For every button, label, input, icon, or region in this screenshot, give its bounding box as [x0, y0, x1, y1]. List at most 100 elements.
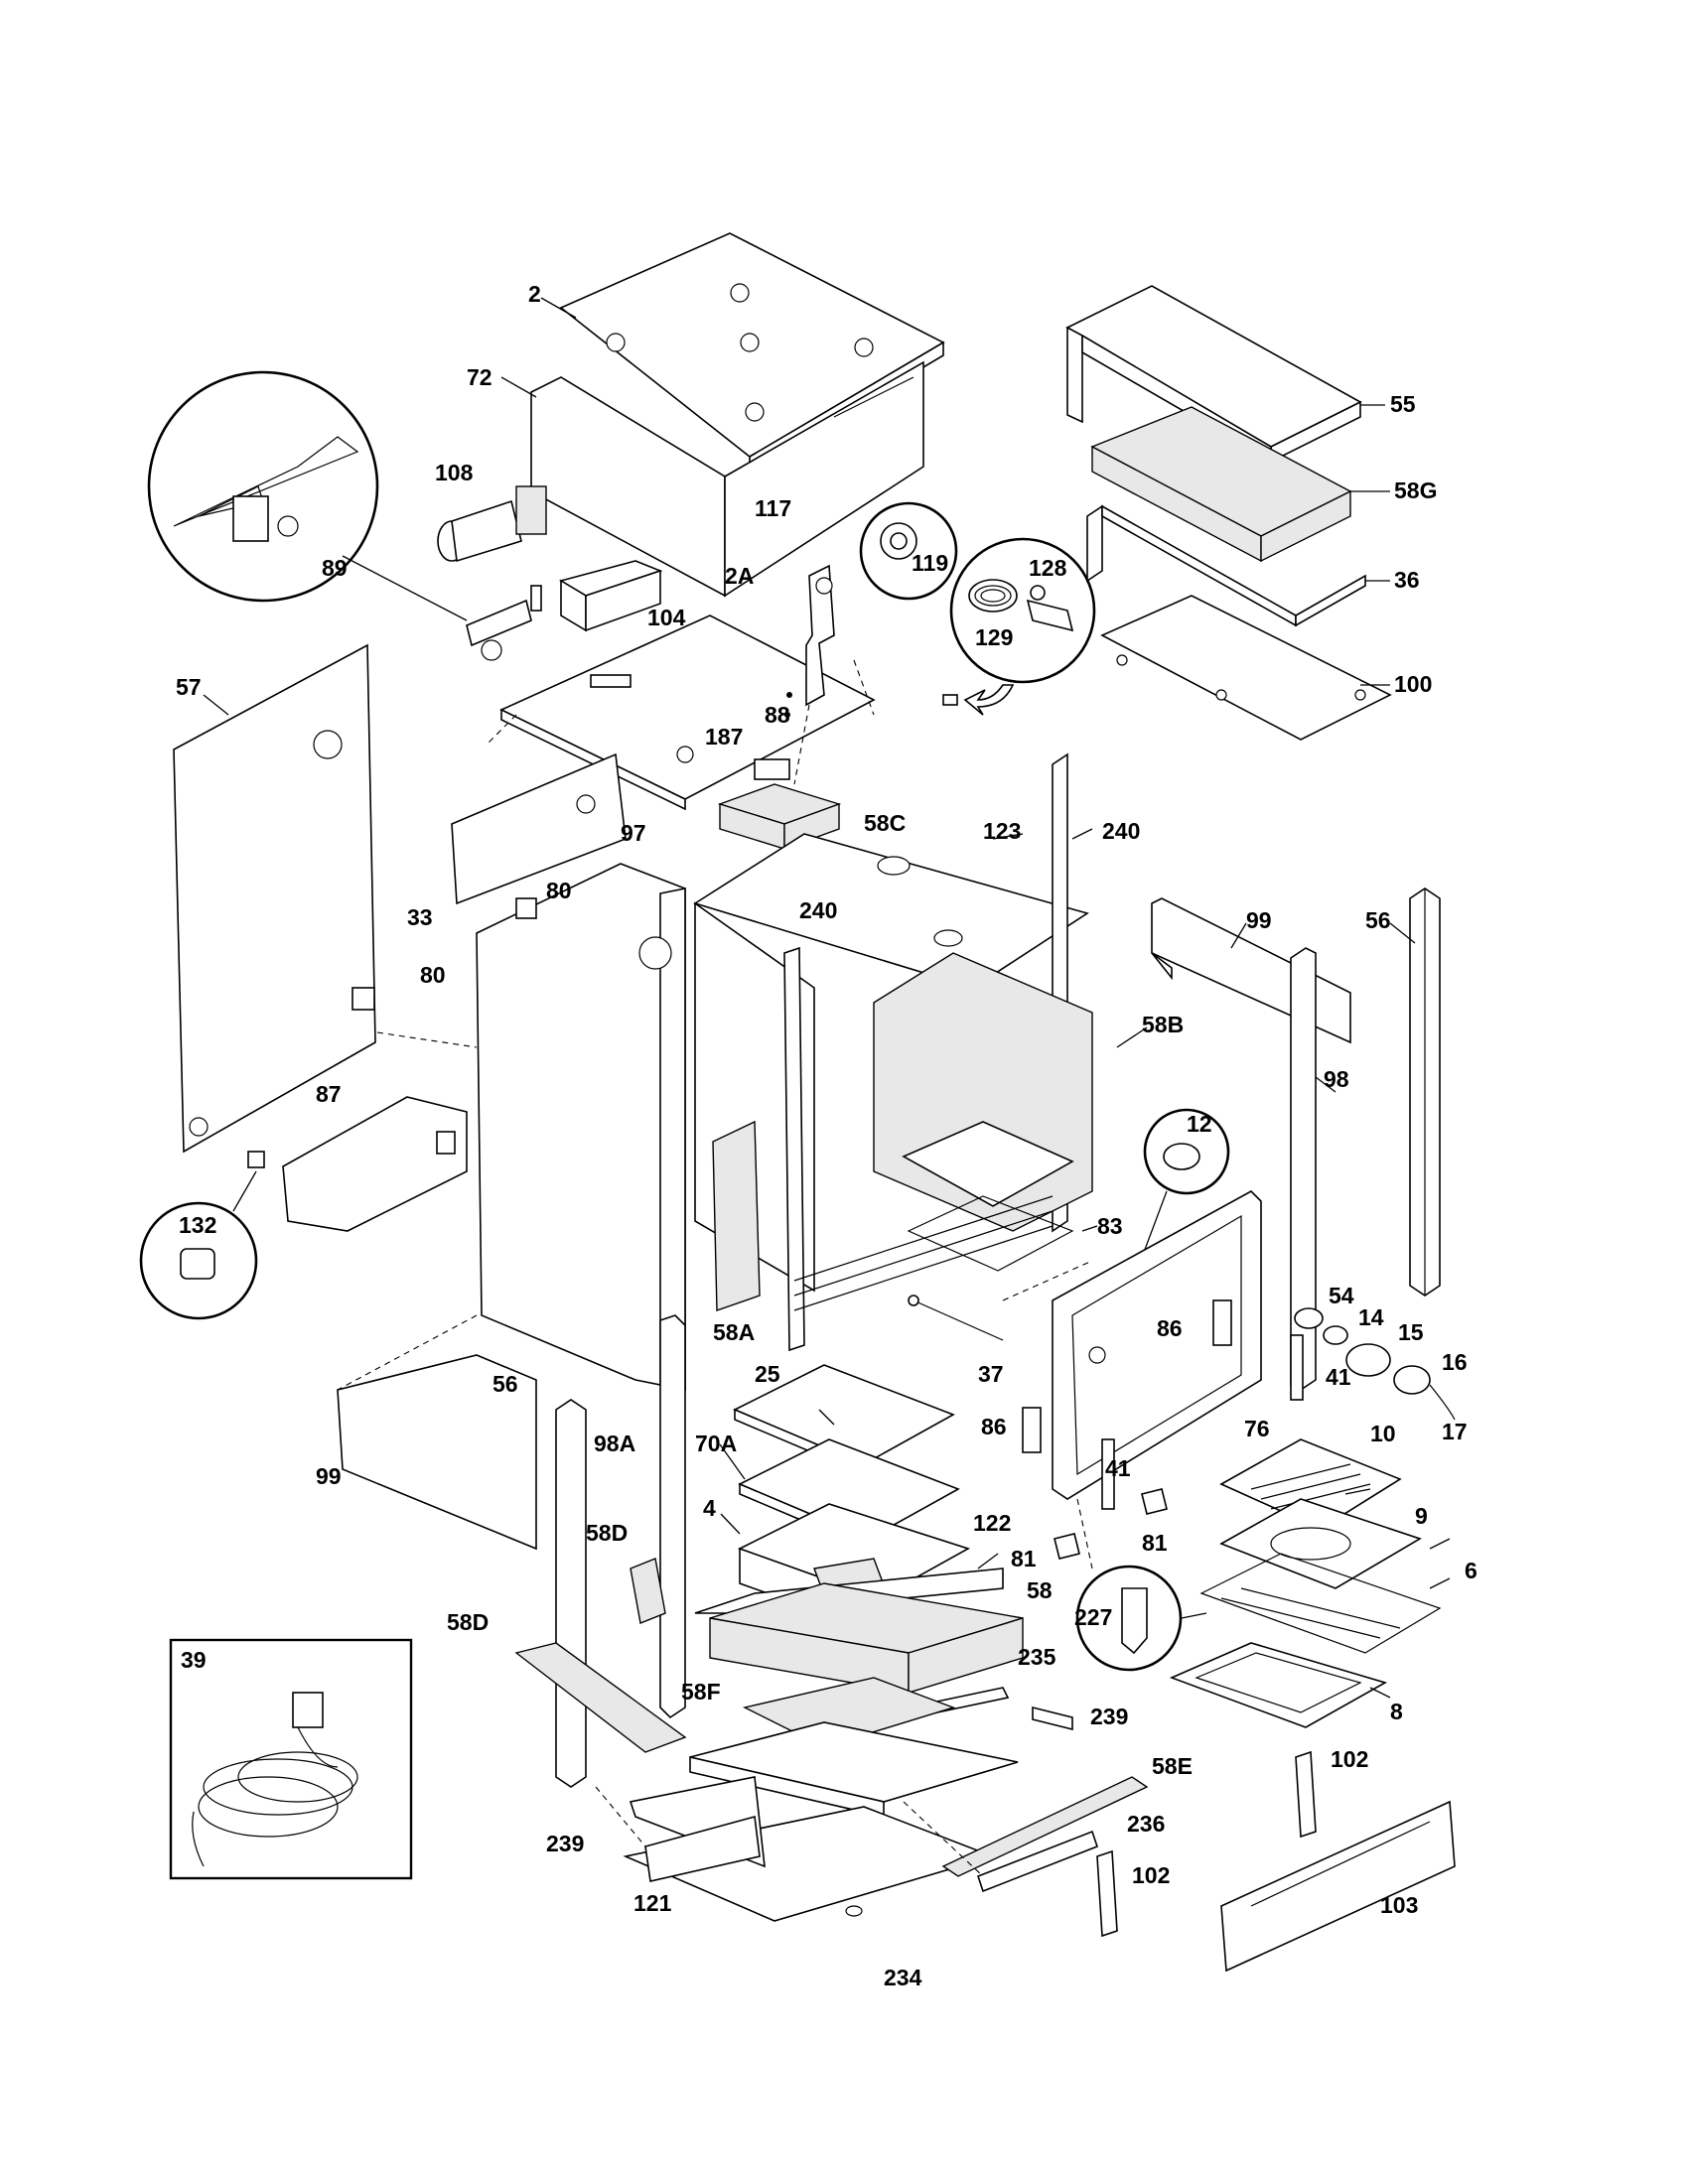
insulation-58b-part	[873, 952, 1093, 1272]
callout-55: 55	[1390, 391, 1416, 417]
callout-108: 108	[435, 460, 474, 485]
callout-41-upper: 41	[1326, 1364, 1351, 1390]
callout-54: 54	[1329, 1283, 1354, 1308]
bracket-87-part	[282, 1096, 468, 1232]
detail-circle-119	[859, 501, 958, 601]
motor-108-part	[437, 485, 547, 563]
bracket-89-small-part	[466, 585, 542, 661]
arrow-pointer	[942, 684, 1015, 716]
side-panel-72-part	[530, 360, 924, 598]
callout-102-upper: 102	[1331, 1746, 1368, 1772]
callout-58f: 58F	[681, 1679, 721, 1705]
oven-rack-8-part	[1169, 1642, 1388, 1728]
callout-58e: 58E	[1152, 1753, 1193, 1779]
callout-97: 97	[621, 820, 646, 846]
callout-56-upper: 56	[1365, 907, 1391, 933]
callout-239-right: 239	[1090, 1704, 1128, 1729]
strip-41-part	[1101, 1334, 1304, 1510]
callout-10: 10	[1370, 1421, 1396, 1446]
callout-121: 121	[633, 1890, 672, 1916]
callout-104: 104	[647, 605, 686, 630]
baffle-33-part	[451, 752, 627, 905]
clip-81-part	[1054, 1488, 1168, 1560]
callout-132: 132	[179, 1212, 216, 1238]
bracket-102-part	[1096, 1750, 1317, 1938]
insulation-58-part	[709, 1582, 1024, 1694]
callout-102-lower: 102	[1132, 1862, 1170, 1888]
callout-119: 119	[912, 550, 948, 576]
callout-14: 14	[1358, 1304, 1384, 1330]
callout-81-right: 81	[1142, 1530, 1168, 1556]
insulation-58g-part	[1090, 406, 1352, 563]
detail-circle-12	[1106, 1108, 1230, 1351]
callout-117: 117	[755, 495, 791, 521]
inset-box-39	[169, 1638, 413, 1880]
callout-2a: 2A	[725, 563, 754, 589]
callout-39: 39	[181, 1647, 207, 1673]
trim-98a-part	[659, 1314, 686, 1719]
side-panel-97-part	[476, 863, 686, 1391]
callout-58: 58	[1027, 1577, 1053, 1603]
back-panel-57-part	[173, 643, 376, 1154]
callout-12: 12	[1187, 1111, 1212, 1137]
callout-235: 235	[1018, 1644, 1056, 1670]
callout-99-lower: 99	[316, 1463, 342, 1489]
callout-15: 15	[1398, 1319, 1424, 1345]
duct-36-part	[1086, 504, 1366, 627]
callout-8: 8	[1390, 1699, 1403, 1724]
callout-58a: 58A	[713, 1319, 755, 1345]
bottom-pan-234-part	[623, 1721, 1019, 1922]
callout-240-upper: 240	[1102, 818, 1140, 844]
lamp-assembly-part	[1294, 1307, 1456, 1421]
callout-76: 76	[1244, 1416, 1270, 1441]
callout-128: 128	[1029, 555, 1067, 581]
callout-87: 87	[316, 1081, 342, 1107]
hinge-86-part	[1022, 1299, 1232, 1453]
insulation-58a-part	[712, 1120, 761, 1311]
callout-100: 100	[1394, 671, 1432, 697]
callout-88: 88	[765, 702, 790, 728]
callout-83: 83	[1097, 1213, 1123, 1239]
oven-rack-6-part	[1199, 1553, 1442, 1654]
callout-58d-upper: 58D	[586, 1520, 628, 1546]
callout-6: 6	[1465, 1558, 1477, 1583]
callout-98: 98	[1324, 1066, 1349, 1092]
detail-circle-89	[147, 370, 468, 621]
callout-187: 187	[705, 724, 743, 750]
callout-17: 17	[1442, 1419, 1468, 1444]
callout-37: 37	[978, 1361, 1004, 1387]
callout-41-lower: 41	[1105, 1455, 1131, 1481]
trim-56-left-part	[555, 1399, 587, 1788]
vent-plate-99-lower-part	[337, 1354, 537, 1551]
callout-72: 72	[467, 364, 492, 390]
broiler-grid-10-part	[1219, 1438, 1402, 1530]
callout-239-left: 239	[546, 1831, 584, 1856]
strip-236-part	[977, 1830, 1098, 1893]
callout-58c: 58C	[864, 810, 906, 836]
callout-25: 25	[755, 1361, 780, 1387]
bracket-117-part	[784, 564, 835, 785]
callout-56-lower: 56	[492, 1371, 518, 1397]
callout-99-upper: 99	[1246, 907, 1272, 933]
top-shelf-2a-part	[499, 614, 876, 811]
callout-80-lower: 80	[420, 962, 446, 988]
callout-58b: 58B	[1142, 1012, 1184, 1037]
callout-86-lower: 86	[981, 1414, 1007, 1439]
callout-103: 103	[1380, 1892, 1418, 1918]
callout-33: 33	[407, 904, 433, 930]
detail-circle-132	[139, 1151, 265, 1320]
callout-122: 122	[973, 1510, 1011, 1536]
callout-129: 129	[975, 624, 1013, 650]
callout-89: 89	[322, 555, 348, 581]
leader-lines	[203, 297, 1451, 1699]
assembly-guide-lines	[337, 659, 1093, 1877]
callout-123: 123	[983, 818, 1021, 844]
door-frame-76-part	[1052, 1190, 1262, 1500]
clip-80-part	[352, 897, 537, 1011]
callout-81-left: 81	[1011, 1546, 1037, 1571]
callout-labels: 2 72 108 89 117 119 128 129 2A 104 55 58…	[176, 281, 1477, 1990]
callout-57: 57	[176, 674, 202, 700]
trim-56-right-part	[1409, 887, 1441, 1297]
callout-70a: 70A	[695, 1431, 737, 1456]
panel-121-part	[644, 1815, 761, 1882]
